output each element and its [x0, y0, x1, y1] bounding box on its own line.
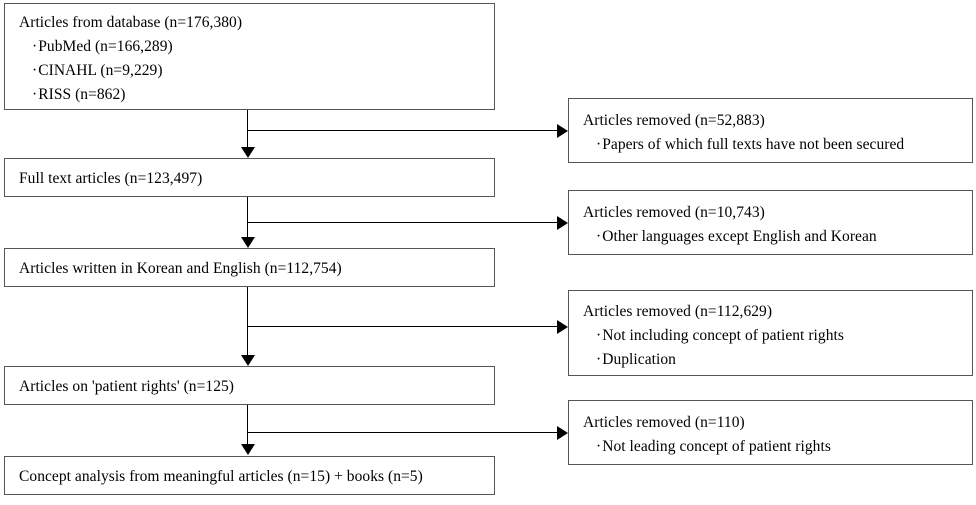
- connector-vertical-4: [246, 405, 248, 445]
- connector-horizontal-2: [247, 221, 560, 223]
- flow-box-language-filtered-articles: Articles written in Korean and English (…: [4, 248, 495, 287]
- bullet-icon: ·: [32, 62, 38, 79]
- exclusion-box-title: Articles removed (n=112,629): [583, 303, 773, 320]
- exclusion-box-item-label: Duplication: [602, 351, 676, 368]
- flow-box-title: Articles on 'patient rights' (n=125): [19, 378, 235, 395]
- connector-horizontal-3: [247, 325, 560, 327]
- connector-horizontal-1: [247, 129, 560, 131]
- connector-horizontal-4: [247, 431, 560, 433]
- flow-box-title: Concept analysis from meaningful article…: [19, 468, 423, 485]
- exclusion-box-item: ·Other languages except English and Kore…: [583, 225, 972, 249]
- exclusion-box-item-label: Papers of which full texts have not been…: [602, 136, 905, 153]
- exclusion-box-title: Articles removed (n=10,743): [583, 204, 765, 221]
- exclusion-box-item-label: Not leading concept of patient rights: [602, 438, 831, 455]
- connector-vertical-3: [246, 287, 248, 356]
- flow-box-title: Full text articles (n=123,497): [19, 170, 203, 187]
- bullet-icon: ·: [596, 351, 602, 368]
- bullet-icon: ·: [32, 86, 38, 103]
- exclusion-box-item: ·Not including concept of patient rights: [583, 324, 972, 348]
- exclusion-box-removed-full-text: Articles removed (n=52,883) ·Papers of w…: [568, 98, 973, 163]
- flow-box-patient-rights-articles: Articles on 'patient rights' (n=125): [4, 366, 495, 405]
- flow-box-title: Articles written in Korean and English (…: [19, 260, 342, 277]
- flow-box-full-text-articles: Full text articles (n=123,497): [4, 158, 495, 197]
- exclusion-box-removed-language: Articles removed (n=10,743) ·Other langu…: [568, 190, 973, 255]
- flow-box-item: ·CINAHL (n=9,229): [19, 59, 494, 83]
- flow-box-database-articles: Articles from database (n=176,380) ·PubM…: [4, 3, 495, 110]
- arrow-right-2: [557, 215, 568, 230]
- flow-box-item-label: RISS (n=862): [38, 86, 126, 103]
- connector-vertical-2: [246, 197, 248, 238]
- connector-vertical-1: [246, 110, 248, 148]
- flow-box-title: Articles from database (n=176,380): [19, 14, 243, 31]
- arrow-down-1: [240, 147, 255, 158]
- arrow-right-4: [557, 425, 568, 440]
- bullet-icon: ·: [32, 38, 38, 55]
- exclusion-box-removed-not-leading: Articles removed (n=110) ·Not leading co…: [568, 400, 973, 465]
- flow-box-concept-analysis-final: Concept analysis from meaningful article…: [4, 456, 495, 495]
- exclusion-box-item-label: Not including concept of patient rights: [602, 327, 844, 344]
- flow-box-item: ·PubMed (n=166,289): [19, 35, 494, 59]
- bullet-icon: ·: [596, 438, 602, 455]
- exclusion-box-item: ·Not leading concept of patient rights: [583, 435, 972, 459]
- arrow-down-4: [240, 444, 255, 455]
- exclusion-box-removed-concept: Articles removed (n=112,629) ·Not includ…: [568, 290, 973, 376]
- exclusion-box-title: Articles removed (n=52,883): [583, 112, 765, 129]
- arrow-right-3: [557, 319, 568, 334]
- arrow-down-3: [240, 355, 255, 366]
- exclusion-box-item: ·Papers of which full texts have not bee…: [583, 133, 972, 157]
- flow-box-item: ·RISS (n=862): [19, 83, 494, 107]
- exclusion-box-title: Articles removed (n=110): [583, 414, 745, 431]
- arrow-down-2: [240, 237, 255, 248]
- bullet-icon: ·: [596, 136, 602, 153]
- bullet-icon: ·: [596, 327, 602, 344]
- arrow-right-1: [557, 123, 568, 138]
- exclusion-box-item: ·Duplication: [583, 348, 972, 372]
- flow-box-item-label: CINAHL (n=9,229): [38, 62, 163, 79]
- exclusion-box-item-label: Other languages except English and Korea…: [602, 228, 877, 245]
- bullet-icon: ·: [596, 228, 602, 245]
- flow-box-item-label: PubMed (n=166,289): [38, 38, 173, 55]
